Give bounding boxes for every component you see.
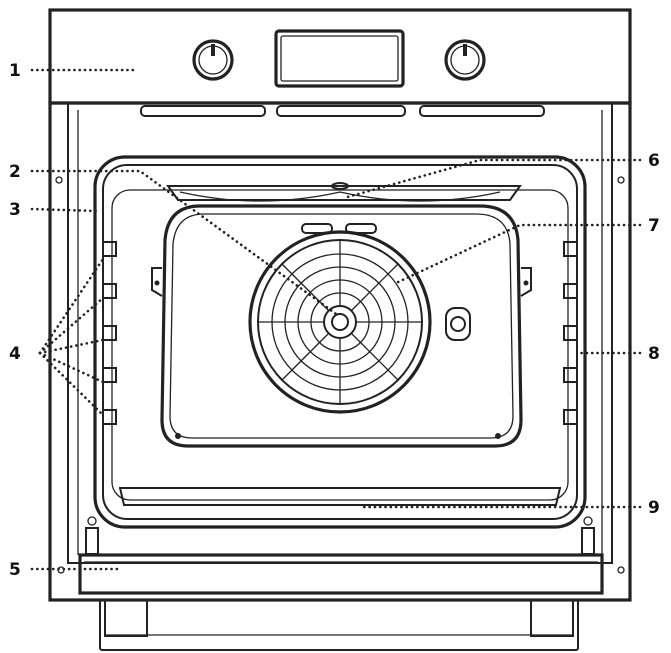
fan-cover [248,230,432,414]
oven-base [99,599,579,651]
callout-7: 7 [648,216,660,236]
callout-8: 8 [648,344,660,364]
display-window [274,29,405,88]
leader-lines [30,68,642,571]
callout-1: 1 [9,61,21,81]
callout-4: 4 [9,344,21,364]
left-knob [192,39,234,81]
oven-lamp [445,307,471,341]
callout-2: 2 [9,162,21,182]
callout-3: 3 [9,200,21,220]
callout-9: 9 [648,498,660,518]
callout-5: 5 [9,560,21,580]
door-hinges [85,516,595,555]
right-knob [444,39,486,81]
back-panel [151,204,532,448]
oven-floor [118,487,562,506]
right-shelf-supports [563,235,578,430]
vent-slots [140,105,545,117]
left-shelf-supports [102,235,117,430]
top-grill-element [166,182,522,202]
control-panel [48,8,632,105]
callout-6: 6 [648,151,660,171]
oven-door [57,553,625,595]
